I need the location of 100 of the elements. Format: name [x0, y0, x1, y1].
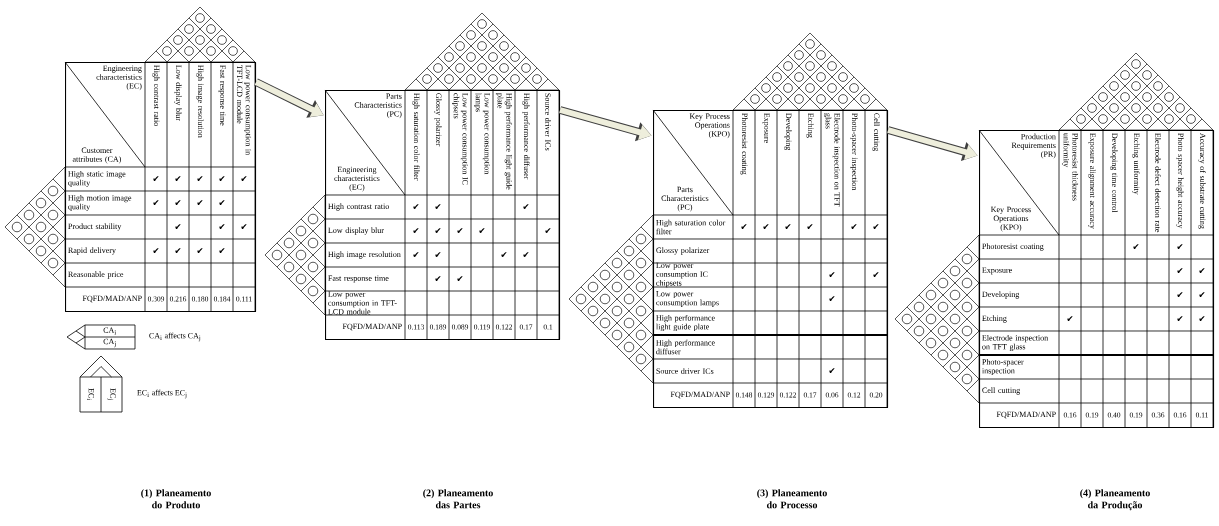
corner-heading: Engineering characteristics (EC) — [96, 65, 142, 91]
row-header: Product stability — [68, 223, 122, 231]
column-header: High image resolution — [196, 65, 204, 138]
column-header: Glossy polarizer — [434, 93, 442, 147]
column-header: Exposure alignment accuracy — [1088, 133, 1096, 229]
corner-heading: Engineering characteristics (EC) — [334, 166, 380, 192]
check-mark: ✔ — [219, 224, 225, 229]
panel-caption: (3) Planeamento do Processo — [757, 489, 827, 509]
legend-text: EC$_{i}$ affects EC$_{j}$ — [137, 389, 187, 399]
check-mark: ✔ — [435, 204, 441, 209]
row-header: Rapid delivery — [68, 247, 116, 255]
row-header: Exposure — [982, 267, 1012, 275]
legend-text: CA$_{i}$ affects CA$_{j}$ — [149, 332, 201, 342]
column-header: Cell cutting — [872, 113, 880, 151]
check-mark: ✔ — [175, 176, 181, 181]
check-mark: ✔ — [1067, 316, 1073, 321]
check-mark: ✔ — [153, 248, 159, 253]
score-label: FQFD/MAD/ANP — [342, 323, 402, 331]
check-mark: ✔ — [1199, 292, 1205, 297]
check-mark: ✔ — [807, 224, 813, 229]
check-mark: ✔ — [175, 200, 181, 205]
row-header: Photoresist coating — [982, 243, 1044, 251]
check-mark: ✔ — [523, 252, 529, 257]
check-mark: ✔ — [829, 296, 835, 301]
row-header: Low power consumption IC chipsets — [656, 262, 708, 288]
column-header: High performance diffuser — [522, 93, 530, 180]
check-mark: ✔ — [457, 276, 463, 281]
row-header: High contrast ratio — [328, 203, 389, 211]
column-header: Accuracy of substrate cutting — [1198, 133, 1206, 229]
column-header: High saturation color filter — [412, 93, 420, 181]
check-mark: ✔ — [545, 228, 551, 233]
row-header: Etching — [982, 315, 1007, 323]
check-mark: ✔ — [1133, 244, 1139, 249]
column-header: Fast response time — [218, 65, 226, 126]
column-header: Etching uniformity — [1132, 133, 1140, 195]
check-mark: ✔ — [153, 200, 159, 205]
check-mark: ✔ — [829, 272, 835, 277]
column-header: Low power consumption IC chipsets — [452, 93, 468, 185]
check-mark: ✔ — [457, 228, 463, 233]
column-header: Photoresist thickness uniformity — [1061, 133, 1079, 201]
check-mark: ✔ — [873, 224, 879, 229]
score-label: FQFD/MAD/ANP — [996, 411, 1056, 419]
row-header: Developing — [982, 291, 1020, 299]
check-mark: ✔ — [241, 176, 247, 181]
check-mark: ✔ — [175, 248, 181, 253]
column-header: High performance light guide plate — [495, 93, 513, 190]
check-mark: ✔ — [219, 200, 225, 205]
check-mark: ✔ — [873, 272, 879, 277]
check-mark: ✔ — [763, 224, 769, 229]
row-header: Low display blur — [328, 227, 384, 235]
check-mark: ✔ — [785, 224, 791, 229]
check-mark: ✔ — [1199, 268, 1205, 273]
check-mark: ✔ — [829, 368, 835, 373]
row-header: High image resolution — [328, 251, 401, 259]
check-mark: ✔ — [197, 248, 203, 253]
check-mark: ✔ — [1177, 316, 1183, 321]
column-header: Electrode defect detection rate — [1155, 133, 1161, 233]
column-header: Developing time control — [1110, 133, 1118, 213]
row-header: Photo-spacer inspection — [982, 358, 1024, 376]
corner-heading: Parts Characteristics (PC) — [661, 186, 709, 212]
column-header: Photo-spacer inspection — [850, 113, 858, 191]
row-header: Glossy polarizer — [656, 247, 710, 255]
check-mark: ✔ — [741, 224, 747, 229]
row-header: Cell cutting — [982, 387, 1020, 395]
row-header: Electrode inspection on TFT glass — [982, 334, 1049, 352]
row-header: Fast response time — [328, 275, 389, 283]
check-mark: ✔ — [413, 252, 419, 257]
column-header: Low display blur — [174, 65, 182, 121]
row-header: Low power consumption lamps — [656, 291, 719, 307]
check-mark: ✔ — [1177, 268, 1183, 273]
check-mark: ✔ — [501, 252, 507, 257]
corner-heading: Production Requirements (PR) — [1011, 133, 1056, 159]
row-header: High performance light guide plate — [656, 314, 715, 332]
check-mark: ✔ — [1199, 316, 1205, 321]
icon-label: EC$_{j}$ — [107, 388, 116, 400]
check-mark: ✔ — [241, 224, 247, 229]
check-mark: ✔ — [851, 224, 857, 229]
check-mark: ✔ — [219, 248, 225, 253]
column-header: Developing — [784, 113, 792, 151]
column-header: Low power consumption lamps — [474, 93, 490, 175]
score-label: FQFD/MAD/ANP — [670, 391, 730, 399]
column-header: Electrode inspection on TFT glass — [823, 113, 841, 207]
column-header: Exposure — [762, 113, 770, 143]
icon-label: EC$_{i}$ — [87, 388, 94, 401]
corner-heading: Parts Characteristics (PC) — [354, 93, 402, 119]
check-mark: ✔ — [1177, 292, 1183, 297]
check-mark: ✔ — [435, 252, 441, 257]
check-mark: ✔ — [479, 228, 485, 233]
row-header: High static image quality — [68, 170, 126, 188]
row-header: High saturation color filter — [656, 219, 726, 235]
column-header: Source driver ICs — [545, 93, 551, 151]
column-header: High contrast ratio — [152, 65, 160, 126]
check-mark: ✔ — [197, 176, 203, 181]
check-mark: ✔ — [435, 228, 441, 233]
row-header: Reasonable price — [68, 271, 124, 279]
check-mark: ✔ — [219, 176, 225, 181]
score-label: FQFD/MAD/ANP — [82, 295, 142, 303]
row-header: High performance diffuser — [656, 339, 715, 355]
check-mark: ✔ — [413, 204, 419, 209]
corner-heading: Key Process Operations (KPO) — [689, 113, 730, 139]
